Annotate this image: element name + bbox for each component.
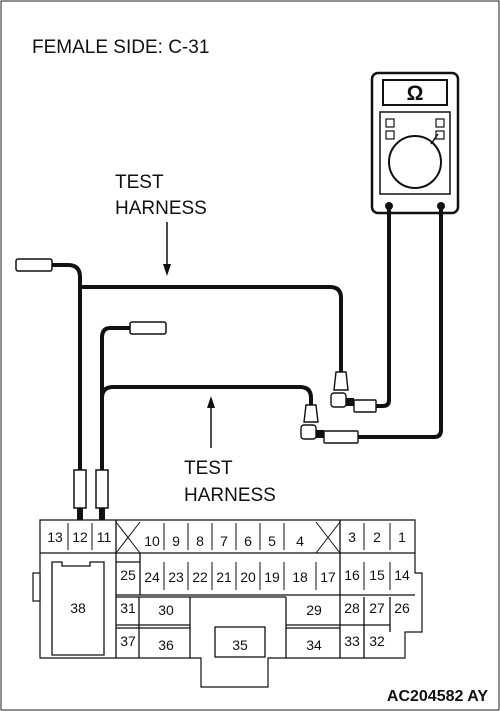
test-harness-label-bottom: TEST HARNESS (184, 396, 276, 506)
test-harness-top-plug (15, 258, 53, 272)
ohm-symbol: Ω (407, 82, 424, 105)
pin-23: 23 (168, 569, 184, 585)
meter-button-1 (385, 118, 395, 128)
pin-28: 28 (344, 600, 360, 616)
ohmmeter: Ω (370, 71, 460, 215)
pin-37: 37 (120, 633, 136, 649)
arrow-head-down (163, 264, 171, 276)
wiring (50, 208, 443, 472)
pin-32: 32 (369, 633, 385, 649)
cavity-38-frame (51, 561, 105, 656)
probe-clip-lower (300, 404, 359, 444)
arrow-head-up (207, 396, 215, 408)
pin-13: 13 (47, 529, 63, 545)
meter-button-4 (435, 130, 445, 140)
meter-button-2 (385, 130, 395, 140)
pin-21: 21 (216, 569, 232, 585)
pin-30: 30 (158, 602, 174, 618)
meter-probe-jack-left (385, 202, 393, 210)
pin-35: 35 (232, 637, 248, 653)
meter-probe-jack-right (437, 202, 445, 210)
meter-button-3 (435, 118, 445, 128)
pin-11: 11 (97, 529, 112, 545)
blank-cavity-left (115, 521, 141, 554)
pin-31: 31 (120, 600, 136, 616)
pin-17: 17 (320, 569, 336, 585)
test-harness-top-wire-a (50, 263, 82, 472)
pin-1: 1 (398, 529, 406, 545)
test-harness-bottom-line2: HARNESS (184, 485, 276, 506)
pin-27: 27 (369, 600, 385, 616)
test-harness-label-top: TEST HARNESS (115, 172, 207, 276)
pin-22: 22 (192, 569, 208, 585)
probe-pin-11 (95, 469, 109, 509)
connector-center-pocket (214, 626, 266, 658)
pin-3: 3 (348, 529, 356, 545)
pin-12: 12 (72, 529, 88, 545)
pin-8: 8 (196, 533, 204, 549)
ohmmeter-display (382, 79, 448, 106)
pin-26: 26 (394, 600, 410, 616)
pin-24: 24 (144, 569, 160, 585)
connector-c31: 13 12 11 10 9 8 7 6 5 4 3 2 1 25 24 23 2… (32, 519, 423, 688)
probe-clips (300, 371, 377, 444)
blank-cavity-right (315, 521, 341, 554)
test-harness-bottom-plug (129, 321, 167, 335)
harness-plugs (15, 258, 167, 335)
test-harness-top-wire-b (78, 285, 343, 374)
connector-housing (39, 519, 423, 688)
pin-18: 18 (292, 569, 308, 585)
test-harness-top-line2: HARNESS (115, 198, 207, 219)
pin-16: 16 (344, 567, 360, 583)
test-harness-bottom-line1: TEST (184, 458, 233, 479)
connector-left-tab (32, 572, 41, 602)
pin-19: 19 (264, 569, 280, 585)
meter-lead-right (356, 208, 443, 439)
pin-2: 2 (373, 529, 381, 545)
test-harness-bottom-wire-b (100, 385, 313, 407)
test-harness-top-line1: TEST (115, 172, 164, 193)
probe-pin-12 (73, 469, 87, 509)
pin-36: 36 (158, 637, 174, 653)
pin-29: 29 (306, 602, 322, 618)
connector-probes (73, 469, 109, 522)
pin-33: 33 (344, 633, 360, 649)
pin-6: 6 (244, 533, 252, 549)
pin-14: 14 (394, 567, 410, 583)
pin-38: 38 (70, 600, 86, 616)
probe-clip-upper (330, 371, 377, 413)
pin-25: 25 (120, 567, 136, 583)
test-harness-bottom-wire-a (100, 326, 132, 472)
pin-9: 9 (172, 533, 180, 549)
meter-lead-left (374, 208, 391, 408)
figure-code: AC204582 AY (387, 688, 488, 705)
diagram-title: FEMALE SIDE: C-31 (32, 37, 209, 58)
pin-10: 10 (144, 533, 160, 549)
meter-dial-pointer (430, 133, 439, 145)
pin-34: 34 (306, 637, 322, 653)
meter-dial (388, 135, 442, 189)
pin-5: 5 (268, 533, 276, 549)
pin-4: 4 (296, 533, 304, 549)
pin-15: 15 (369, 567, 385, 583)
pin-20: 20 (240, 569, 256, 585)
pin-7: 7 (220, 533, 228, 549)
